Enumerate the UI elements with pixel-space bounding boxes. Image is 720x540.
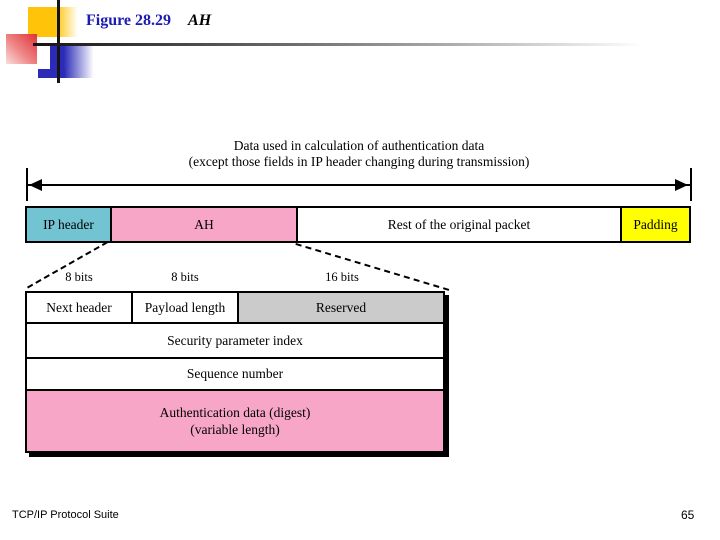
ah-field-reserved: Reserved (239, 293, 443, 322)
scope-note-line1: Data used in calculation of authenticati… (233, 138, 485, 153)
decor-horizontal-rule (33, 43, 690, 46)
ah-field-next-header-label: Next header (46, 299, 112, 315)
ah-field-payload-length: Payload length (133, 293, 239, 322)
packet-cell-padding: Padding (620, 208, 689, 241)
arrow-head-left-icon (29, 179, 42, 191)
ah-field-auth-data-line2: (variable length) (190, 422, 280, 437)
packet-cell-rest: Rest of the original packet (296, 208, 620, 241)
ah-field-auth-data: Authentication data (digest) (variable l… (25, 389, 445, 453)
scope-arrow-endbar-left (26, 168, 28, 201)
ah-field-table: Next header Payload length Reserved Secu… (25, 291, 445, 453)
packet-bar: IP header AH Rest of the original packet… (25, 206, 691, 243)
figure-topic-label: AH (188, 12, 212, 29)
packet-cell-rest-label: Rest of the original packet (387, 216, 531, 232)
ah-field-spi-label: Security parameter index (167, 332, 303, 348)
decor-blue-foot (38, 69, 65, 78)
scope-arrow-line (28, 184, 690, 186)
packet-cell-ip-header: IP header (27, 208, 110, 241)
footer-book-title: TCP/IP Protocol Suite (12, 509, 119, 521)
packet-cell-ah-label: AH (194, 216, 214, 232)
bit-label-reserved: 16 bits (325, 270, 359, 284)
arrow-head-right-icon (675, 179, 688, 191)
ah-field-reserved-label: Reserved (315, 299, 367, 315)
packet-cell-ah: AH (110, 208, 296, 241)
ah-field-next-header: Next header (27, 293, 133, 322)
scope-note: Data used in calculation of authenticati… (27, 138, 691, 170)
decor-cross-vertical-line (57, 0, 60, 83)
bit-label-next-header: 8 bits (65, 270, 93, 284)
ah-field-auth-data-line1: Authentication data (digest) (159, 405, 311, 420)
packet-cell-padding-label: Padding (633, 216, 678, 232)
ah-table-row-1: Next header Payload length Reserved (25, 291, 445, 324)
scope-arrow-endbar-right (690, 168, 692, 201)
ah-field-sequence-number-label: Sequence number (186, 366, 284, 381)
dashed-expand-line-right (295, 243, 450, 291)
decor-yellow-square (28, 7, 78, 37)
ah-field-payload-length-label: Payload length (144, 299, 226, 315)
scope-note-line2: (except those fields in IP header changi… (188, 154, 530, 169)
bit-label-payload-length: 8 bits (171, 270, 199, 284)
ah-field-spi: Security parameter index (25, 322, 445, 359)
slide-title: Figure 28.29 AH (86, 12, 211, 30)
decor-red-square (6, 34, 37, 64)
figure-number-label: Figure 28.29 (86, 12, 172, 29)
packet-cell-ip-header-label: IP header (43, 216, 94, 232)
page-number: 65 (681, 508, 695, 522)
ah-field-sequence-number: Sequence number (25, 357, 445, 391)
